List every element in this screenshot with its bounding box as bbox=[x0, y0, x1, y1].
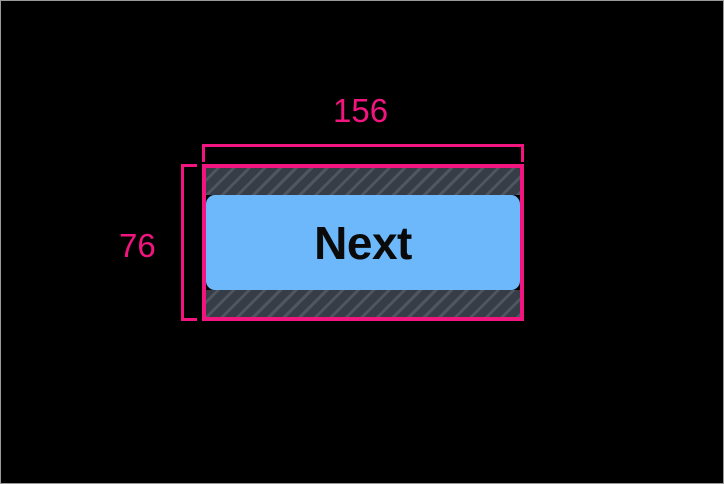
width-dimension-label: 156 bbox=[333, 92, 389, 129]
width-dimension-bracket bbox=[202, 144, 524, 162]
padding-band-top bbox=[206, 168, 520, 195]
next-button-label: Next bbox=[314, 216, 412, 269]
height-dimension-label: 76 bbox=[119, 227, 156, 264]
padding-band-bottom bbox=[206, 290, 520, 317]
highlighted-element-box[interactable]: Next bbox=[202, 164, 524, 321]
next-button[interactable]: Next bbox=[206, 195, 520, 290]
height-dimension-bracket bbox=[181, 164, 197, 321]
